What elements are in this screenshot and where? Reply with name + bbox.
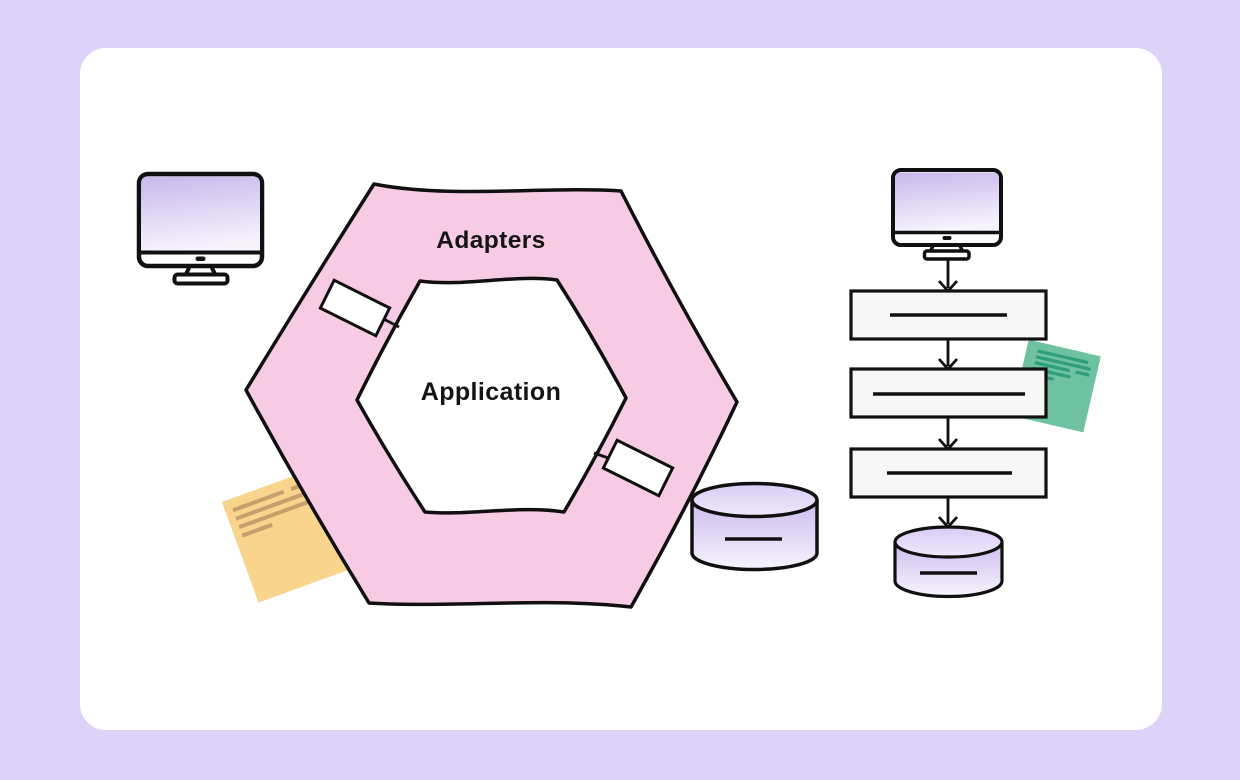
- database-icon-hexagon: [690, 481, 819, 572]
- adapters-label: Adapters: [436, 227, 545, 254]
- adapter-port-rect: [601, 438, 675, 498]
- note-line: [241, 522, 273, 538]
- database-top-cap: [893, 525, 1004, 559]
- note-line: [1075, 370, 1090, 377]
- database-top-cap: [690, 481, 819, 519]
- monitor-screen: [895, 172, 999, 233]
- adapter-port-bottom-right: [601, 438, 675, 498]
- monitor-camera-dot: [942, 236, 952, 240]
- database-icon-flowchart: [893, 525, 1004, 599]
- application-hexagon-core: [355, 276, 628, 515]
- adapter-port-rect: [318, 278, 392, 338]
- monitor-camera-dot: [195, 256, 206, 261]
- application-label: Application: [421, 378, 562, 406]
- desktop-computer-icon-right: [891, 168, 1003, 261]
- flowchart: [849, 168, 1101, 599]
- monitor-stand-base: [172, 272, 230, 286]
- note-line: [232, 489, 285, 513]
- note-line: [238, 499, 312, 530]
- database-body: [690, 500, 819, 572]
- monitor-screen: [141, 176, 260, 252]
- adapter-port-top-left: [318, 278, 392, 338]
- note-line: [1037, 349, 1089, 365]
- note-line: [1034, 361, 1071, 373]
- desktop-computer-icon-left: [136, 171, 265, 286]
- note-line: [1035, 355, 1091, 371]
- monitor-stand-base: [922, 249, 971, 261]
